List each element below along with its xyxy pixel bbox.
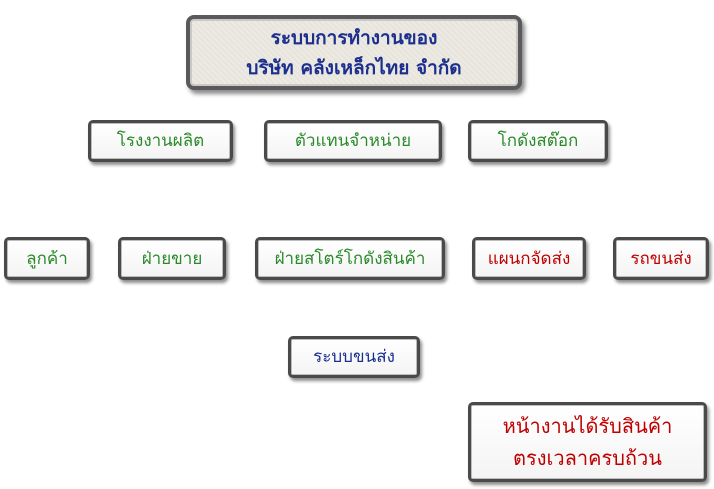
node-delivery-department: แผนกจัดส่ง <box>472 237 586 280</box>
node-warehouse-store: ฝ่ายสโตร์โกดังสินค้า <box>255 237 445 280</box>
node-customer-label: ลูกค้า <box>26 248 68 269</box>
node-distributor: ตัวแทนจำหน่าย <box>264 120 442 162</box>
node-delivery-department-label: แผนกจัดส่ง <box>487 248 571 269</box>
node-distributor-label: ตัวแทนจำหน่าย <box>294 131 412 151</box>
node-transport-system-label: ระบบขนส่ง <box>313 347 395 367</box>
node-stock-warehouse-label: โกดังสต๊อก <box>497 131 579 151</box>
node-transport-truck-label: รถขนส่ง <box>630 248 692 269</box>
title-box: ระบบการทำงานของ บริษัท คลังเหล็กไทย จำกั… <box>186 15 522 90</box>
node-result-line-2: ตรงเวลาครบถ้วน <box>513 446 662 470</box>
node-factory: โรงงานผลิต <box>88 120 233 162</box>
title-line-2: บริษัท คลังเหล็กไทย จำกัด <box>246 56 462 79</box>
node-transport-system: ระบบขนส่ง <box>288 336 420 378</box>
title-line-1: ระบบการทำงานของ <box>270 26 438 49</box>
node-sales-department: ฝ่ายขาย <box>118 237 226 280</box>
node-result-line-1: หน้างานได้รับสินค้า <box>502 414 673 438</box>
node-result: หน้างานได้รับสินค้า ตรงเวลาครบถ้วน <box>468 402 707 482</box>
node-factory-label: โรงงานผลิต <box>116 131 205 151</box>
node-customer: ลูกค้า <box>4 237 90 280</box>
node-sales-department-label: ฝ่ายขาย <box>141 248 203 269</box>
node-transport-truck: รถขนส่ง <box>613 237 709 280</box>
node-warehouse-store-label: ฝ่ายสโตร์โกดังสินค้า <box>274 248 426 269</box>
node-stock-warehouse: โกดังสต๊อก <box>468 120 608 162</box>
